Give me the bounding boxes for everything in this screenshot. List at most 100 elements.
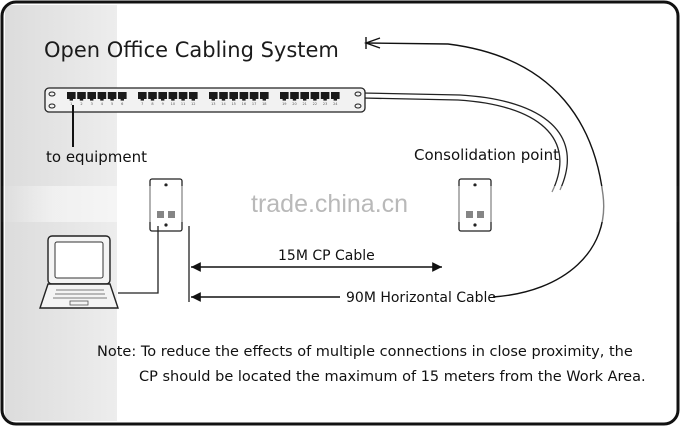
consolidation-point-label: Consolidation point xyxy=(414,146,559,164)
watermark-band xyxy=(0,186,680,222)
patch-port xyxy=(67,92,76,99)
patch-port xyxy=(209,92,218,99)
patch-port-latch xyxy=(100,99,104,101)
patch-port-latch xyxy=(252,99,256,101)
patch-port xyxy=(178,92,188,99)
patch-port-latch xyxy=(313,99,317,101)
patch-port-number: 15 xyxy=(231,102,235,106)
patch-port-number: 17 xyxy=(252,102,256,106)
patch-port-latch xyxy=(69,99,73,101)
equipment-label: to equipment xyxy=(46,148,147,166)
patch-port-latch xyxy=(282,99,286,101)
panel-mount-hole xyxy=(48,103,56,109)
patch-port-latch xyxy=(150,99,155,101)
patch-port-number: 10 xyxy=(171,102,175,106)
patch-port-latch xyxy=(120,99,124,101)
laptop-base xyxy=(39,283,119,309)
patch-port xyxy=(148,92,157,99)
patch-port-number: 11 xyxy=(181,102,185,106)
work-area-patch-cord xyxy=(118,226,159,294)
watermark-text: trade.china.cn xyxy=(251,190,408,218)
patch-port xyxy=(300,92,309,99)
patch-port-number: 13 xyxy=(211,102,215,106)
horizontal-cable-label: 90M Horizontal Cable xyxy=(346,290,496,306)
panel-mount-hole xyxy=(354,91,362,97)
patch-port-latch xyxy=(161,99,165,101)
note-line-1: Note: To reduce the effects of multiple … xyxy=(97,344,633,360)
patch-port xyxy=(158,92,167,99)
patch-port-latch xyxy=(232,99,236,101)
patch-port-number: 22 xyxy=(313,102,317,106)
patch-port xyxy=(249,92,259,99)
patch-port xyxy=(77,92,86,99)
patch-port xyxy=(280,92,289,99)
patch-port-latch xyxy=(333,99,337,101)
patch-port-latch xyxy=(90,99,94,101)
patch-port-number: 7 xyxy=(141,102,143,106)
cable-panel-to-cp-inner xyxy=(361,97,561,193)
patch-port-number: 1 xyxy=(70,102,72,106)
patch-port-latch xyxy=(303,99,307,101)
patch-port-number: 23 xyxy=(323,102,327,106)
patch-port-latch xyxy=(191,99,195,101)
patch-port-number: 2 xyxy=(80,102,82,106)
patch-port-latch xyxy=(211,99,215,101)
panel-mount-hole xyxy=(354,103,362,109)
patch-port-number: 8 xyxy=(151,102,153,106)
patch-port-latch xyxy=(262,99,266,101)
patch-port-latch xyxy=(171,99,175,101)
patch-port-latch xyxy=(110,99,114,101)
patch-port-number: 14 xyxy=(221,102,226,106)
patch-port xyxy=(189,92,198,99)
panel-mount-hole xyxy=(48,91,56,97)
patch-port xyxy=(97,92,107,99)
patch-port-latch xyxy=(292,99,297,101)
note-line-2: CP should be located the maximum of 15 m… xyxy=(139,369,646,385)
patch-port xyxy=(107,92,117,99)
cp-cable-label: 15M CP Cable xyxy=(278,248,375,264)
patch-port xyxy=(310,92,320,99)
patch-port xyxy=(138,92,147,99)
patch-port-number: 16 xyxy=(242,102,246,106)
patch-port-number: 3 xyxy=(91,102,93,106)
horizontal-cable-arc xyxy=(365,42,605,298)
patch-port xyxy=(87,92,96,99)
patch-port-number: 24 xyxy=(333,102,338,106)
patch-port-latch xyxy=(323,99,327,101)
cable-panel-to-cp-outer xyxy=(361,92,569,191)
patch-port-number: 12 xyxy=(191,102,195,106)
patch-port-number: 5 xyxy=(111,102,113,106)
patch-port-number: 6 xyxy=(121,102,123,106)
cp-screw xyxy=(473,223,477,227)
patch-port xyxy=(239,92,249,99)
patch-port xyxy=(219,92,228,99)
patch-port xyxy=(168,92,178,99)
arc-arrowhead xyxy=(363,37,381,49)
patch-port-latch xyxy=(221,99,226,101)
laptop-icon xyxy=(39,235,119,309)
patch-port xyxy=(260,92,269,99)
patch-port xyxy=(331,92,340,99)
patch-port-number: 9 xyxy=(162,102,164,106)
patch-port-number: 21 xyxy=(302,102,306,106)
cp-screw xyxy=(473,183,477,187)
patch-port-latch xyxy=(242,99,246,101)
patch-port-number: 19 xyxy=(282,102,286,106)
patch-port-number: 4 xyxy=(101,102,104,106)
patch-port xyxy=(229,92,238,99)
laptop-screen xyxy=(54,241,104,279)
outlet-screw xyxy=(164,223,168,227)
outlet-screw xyxy=(164,183,168,187)
patch-port xyxy=(118,92,127,99)
patch-port-latch xyxy=(140,99,144,101)
patch-port-latch xyxy=(79,99,84,101)
patch-port-number: 18 xyxy=(262,102,266,106)
patch-port-number: 20 xyxy=(292,102,296,106)
patch-port xyxy=(290,92,299,99)
diagram-title: Open Office Cabling System xyxy=(44,38,339,62)
laptop-touchpad xyxy=(69,300,89,306)
